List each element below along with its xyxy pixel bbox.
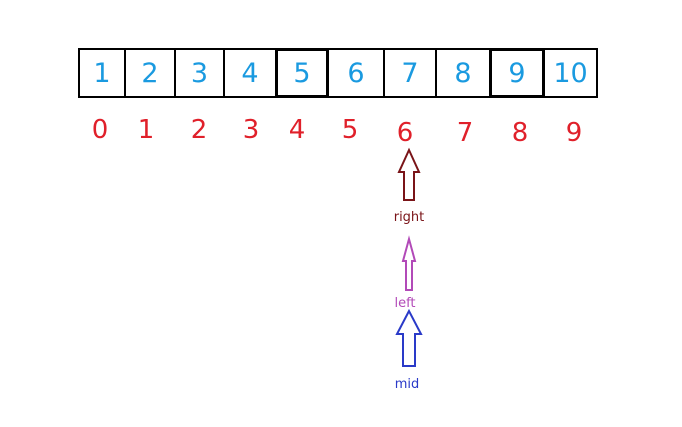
- cell-value: 2: [141, 57, 159, 89]
- left-pointer-label: left: [394, 296, 416, 311]
- index-label: 3: [242, 115, 260, 145]
- cell-value: 4: [241, 57, 259, 89]
- array-cell: 10: [543, 48, 598, 98]
- index-label: 5: [341, 115, 359, 145]
- index-label: 0: [91, 115, 109, 145]
- cell-value: 9: [508, 57, 526, 89]
- index-label: 1: [137, 115, 155, 145]
- index-label: 9: [565, 118, 583, 148]
- index-label: 4: [288, 115, 306, 145]
- cell-value: 8: [454, 57, 472, 89]
- cell-value: 5: [293, 57, 311, 89]
- cell-value: 1: [93, 57, 111, 89]
- cell-value: 10: [553, 57, 588, 89]
- cell-value: 3: [190, 57, 209, 89]
- right-pointer-label: right: [393, 210, 425, 225]
- index-label: 2: [190, 115, 208, 145]
- cell-value: 7: [401, 57, 419, 89]
- index-label: 6: [396, 118, 414, 148]
- index-label: 8: [511, 118, 529, 148]
- left-pointer-arrow: [401, 235, 417, 291]
- cell-value: 6: [347, 57, 365, 89]
- right-pointer-arrow: [397, 147, 421, 201]
- mid-pointer-arrow: [395, 308, 423, 367]
- mid-pointer-label: mid: [394, 377, 420, 392]
- index-label: 7: [456, 118, 474, 148]
